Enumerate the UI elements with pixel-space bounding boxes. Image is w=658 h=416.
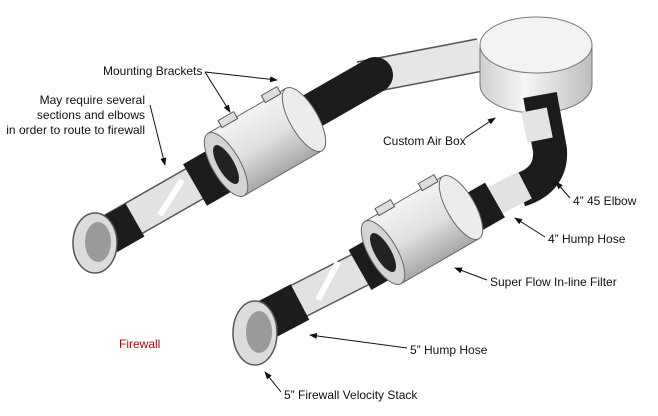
- lower-intake-run: [232, 91, 568, 366]
- label-hump-hose-5: 5” Hump Hose: [410, 343, 488, 357]
- arrow: [204, 71, 278, 83]
- label-filter: Super Flow In-line Filter: [490, 275, 617, 289]
- arrow: [454, 267, 488, 281]
- pipe-break-mark: [315, 260, 341, 302]
- arrow: [555, 181, 571, 199]
- mounting-bracket: [417, 173, 439, 192]
- label-mounting-brackets: Mounting Brackets: [103, 64, 203, 78]
- pipe-break-mark: [157, 178, 185, 217]
- arrow: [204, 71, 231, 113]
- upper-intake-run: [72, 38, 484, 274]
- mounting-bracket: [217, 110, 239, 129]
- arrow: [264, 371, 282, 393]
- upper-filter: [203, 85, 327, 197]
- arrow: [309, 332, 408, 349]
- upper-velocity-stack: [72, 212, 118, 274]
- label-velocity-stack: 5” Firewall Velocity Stack: [284, 388, 418, 402]
- label-routing-note-1: May require several: [39, 93, 145, 107]
- label-custom-air-box: Custom Air Box: [383, 134, 466, 148]
- label-routing-note-3: in order to route to firewall: [6, 123, 145, 137]
- label-hump-hose-4: 4” Hump Hose: [548, 232, 626, 246]
- mounting-bracket: [374, 198, 396, 217]
- elbow-pipe: [521, 107, 553, 143]
- custom-air-box: [479, 16, 593, 114]
- super-flow-filter: [360, 173, 484, 285]
- label-firewall: Firewall: [119, 337, 161, 351]
- firewall-velocity-stack: [232, 300, 278, 366]
- mounting-bracket: [260, 85, 282, 104]
- arrow: [149, 104, 167, 166]
- arrow: [464, 117, 496, 139]
- leader-arrows: [149, 71, 571, 393]
- label-routing-note-2: sections and elbows: [36, 108, 145, 122]
- label-elbow: 4” 45 Elbow: [573, 194, 637, 208]
- lower-short-pipe: [483, 171, 532, 217]
- arrow: [514, 217, 546, 238]
